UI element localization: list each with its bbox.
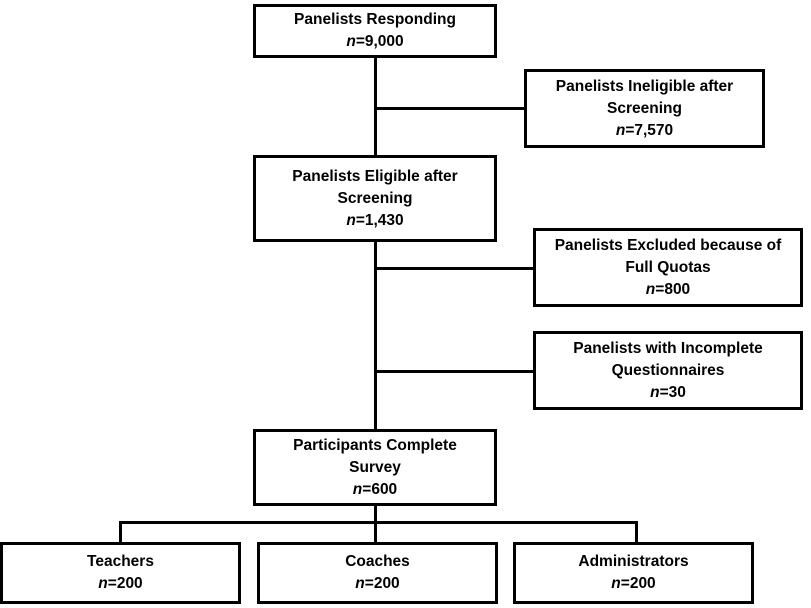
node-panelists-eligible: Panelists Eligible after Screening n=1,4… [253,155,497,242]
node-count: n=1,430 [346,210,403,232]
node-title: Panelists Responding [294,11,456,28]
node-title-line2: Questionnaires [611,361,725,379]
node-title-line2: Screening [337,189,413,207]
node-coaches: Coaches n=200 [257,542,498,604]
n-symbol: n [645,280,656,298]
connector-responding-to-eligible [374,56,377,156]
node-panelists-excluded-quotas: Panelists Excluded because of Full Quota… [533,228,803,307]
node-title-line2: Full Quotas [625,258,711,276]
node-title: Panelists Eligible after [292,167,458,185]
n-symbol: n [650,383,660,401]
node-administrators: Administrators n=200 [513,542,754,604]
node-count: n=9,000 [346,31,403,53]
n-value: =9,000 [355,33,404,50]
node-title-line2: Screening [607,99,682,117]
node-title: Administrators [578,553,689,570]
n-value: =800 [655,280,691,298]
node-count: n=200 [611,573,655,595]
n-value: =200 [620,575,656,592]
node-participants-complete: Participants Complete Survey n=600 [253,429,497,506]
n-value: =200 [107,575,143,592]
node-panelists-incomplete: Panelists with Incomplete Questionnaires… [533,331,803,410]
n-symbol: n [615,121,626,139]
connector-branch-full-quotas [374,267,534,270]
node-title: Panelists Ineligible after [555,77,734,95]
n-symbol: n [346,33,356,50]
n-value: =30 [659,383,686,401]
node-count: n=800 [646,279,690,301]
node-teachers: Teachers n=200 [0,542,241,604]
n-symbol: n [352,480,363,498]
connector-fanout-bar [119,521,638,524]
n-value: =600 [362,480,398,498]
node-title: Participants Complete [293,436,457,454]
node-title: Coaches [345,553,410,570]
node-panelists-responding: Panelists Responding n=9,000 [253,4,497,58]
n-symbol: n [98,575,108,592]
node-title: Panelists Excluded because of [554,236,782,254]
node-count: n=7,570 [616,120,673,142]
connector-drop-administrators [635,521,638,543]
connector-drop-teachers [119,521,122,543]
n-symbol: n [346,211,356,229]
n-symbol: n [611,575,621,592]
connector-participants-drop [374,505,377,543]
node-panelists-ineligible: Panelists Ineligible after Screening n=7… [524,69,765,148]
connector-branch-incomplete [374,370,534,373]
node-count: n=600 [353,479,397,501]
node-count: n=200 [98,573,142,595]
n-value: =200 [364,575,400,592]
connector-branch-ineligible [374,107,526,110]
node-count: n=30 [650,382,686,404]
n-value: =7,570 [625,121,674,139]
node-title: Teachers [87,553,154,570]
node-count: n=200 [355,573,399,595]
node-title-line2: Survey [349,458,401,476]
node-title: Panelists with Incomplete [573,339,763,357]
n-value: =1,430 [355,211,404,229]
n-symbol: n [355,575,365,592]
connector-eligible-to-participants [374,241,377,430]
